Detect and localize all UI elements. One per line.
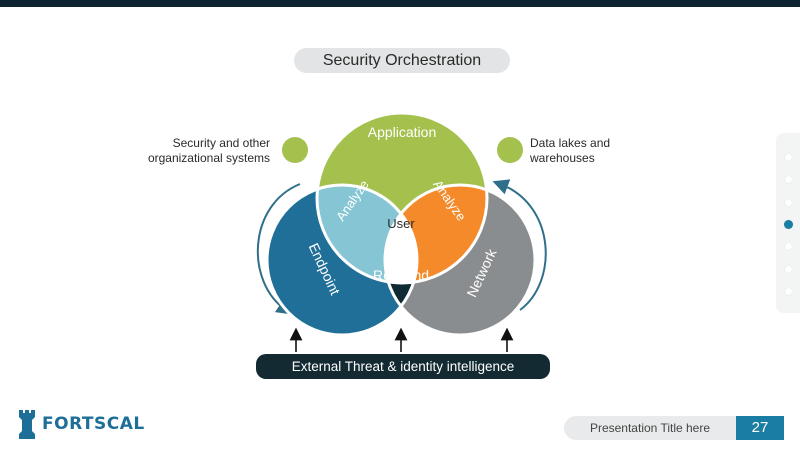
application-label: Application bbox=[368, 124, 437, 140]
external-intelligence-bar: External Threat & identity intelligence bbox=[256, 354, 550, 379]
nav-dot-1[interactable] bbox=[785, 154, 792, 161]
right-integration-label: Data lakes and warehouses bbox=[530, 136, 611, 165]
nav-dot-7[interactable] bbox=[785, 288, 792, 295]
nav-dot-3[interactable] bbox=[785, 199, 792, 206]
slide-navigation bbox=[776, 133, 800, 313]
left-integration-label: Security and other organizational system… bbox=[147, 136, 270, 165]
nav-dot-4-active[interactable] bbox=[784, 220, 793, 229]
nav-dot-5[interactable] bbox=[785, 243, 792, 250]
page-number: 27 bbox=[736, 416, 784, 440]
presentation-title: Presentation Title here bbox=[564, 416, 736, 440]
left-curved-arrow bbox=[256, 183, 301, 315]
respond-label: Respond bbox=[373, 267, 429, 283]
top-bar bbox=[0, 0, 800, 7]
nav-dot-2[interactable] bbox=[785, 176, 792, 183]
logo-text: FORTSCAL bbox=[42, 414, 145, 434]
user-label: User bbox=[387, 216, 415, 231]
company-logo: FORTSCAL bbox=[16, 407, 145, 441]
nav-dot-6[interactable] bbox=[785, 266, 792, 273]
page-title: Security Orchestration bbox=[294, 48, 510, 73]
left-green-dot bbox=[282, 137, 308, 163]
rook-icon bbox=[19, 410, 35, 439]
right-curved-arrow bbox=[492, 179, 547, 311]
right-green-dot bbox=[497, 137, 523, 163]
